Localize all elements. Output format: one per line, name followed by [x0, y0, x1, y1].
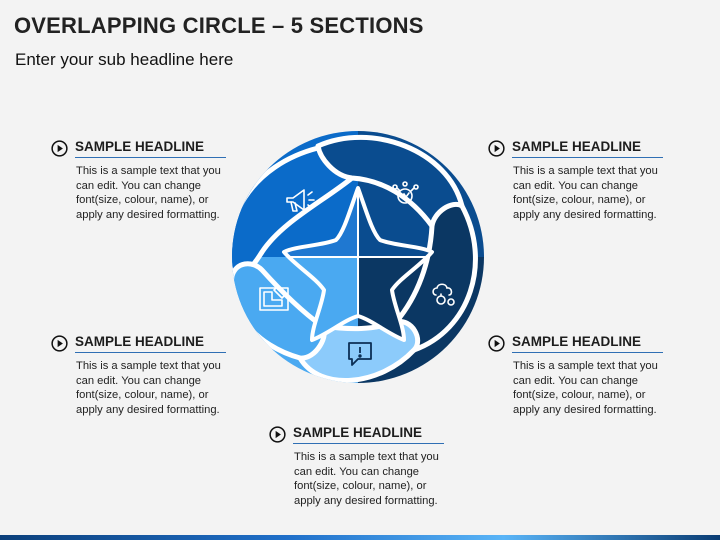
- block-header: SAMPLE HEADLINE: [488, 139, 663, 158]
- alert-message-icon: [348, 342, 372, 366]
- block-header: SAMPLE HEADLINE: [51, 334, 226, 353]
- block-text: This is a sample text that you can edit.…: [513, 360, 658, 416]
- block-headline: SAMPLE HEADLINE: [75, 139, 226, 158]
- block-text: This is a sample text that you can edit.…: [294, 451, 439, 507]
- play-icon: [488, 140, 505, 157]
- megaphone-icon: [286, 189, 315, 212]
- block-headline: SAMPLE HEADLINE: [512, 139, 663, 158]
- block-headline: SAMPLE HEADLINE: [512, 334, 663, 353]
- block-text: This is a sample text that you can edit.…: [76, 360, 221, 416]
- page-subtitle: Enter your sub headline here: [15, 50, 234, 69]
- text-block-bottom-center: SAMPLE HEADLINE This is a sample text th…: [269, 425, 444, 508]
- blueprint-icon: [259, 285, 289, 311]
- block-headline: SAMPLE HEADLINE: [75, 334, 226, 353]
- block-header: SAMPLE HEADLINE: [51, 139, 226, 158]
- play-icon: [269, 426, 286, 443]
- block-text: This is a sample text that you can edit.…: [76, 165, 221, 221]
- text-block-middle-right: SAMPLE HEADLINE This is a sample text th…: [488, 334, 663, 417]
- cloud-settings-icon: [432, 283, 455, 306]
- text-block-middle-left: SAMPLE HEADLINE This is a sample text th…: [51, 334, 226, 417]
- bottom-accent-bar: [0, 535, 720, 540]
- page-title: OVERLAPPING CIRCLE – 5 SECTIONS: [14, 13, 424, 38]
- block-text: This is a sample text that you can edit.…: [513, 165, 658, 221]
- block-headline: SAMPLE HEADLINE: [293, 425, 444, 444]
- block-header: SAMPLE HEADLINE: [269, 425, 444, 444]
- analytics-search-icon: [392, 181, 419, 209]
- play-icon: [488, 335, 505, 352]
- text-block-top-right: SAMPLE HEADLINE This is a sample text th…: [488, 139, 663, 222]
- play-icon: [51, 140, 68, 157]
- block-header: SAMPLE HEADLINE: [488, 334, 663, 353]
- text-block-top-left: SAMPLE HEADLINE This is a sample text th…: [51, 139, 226, 222]
- play-icon: [51, 335, 68, 352]
